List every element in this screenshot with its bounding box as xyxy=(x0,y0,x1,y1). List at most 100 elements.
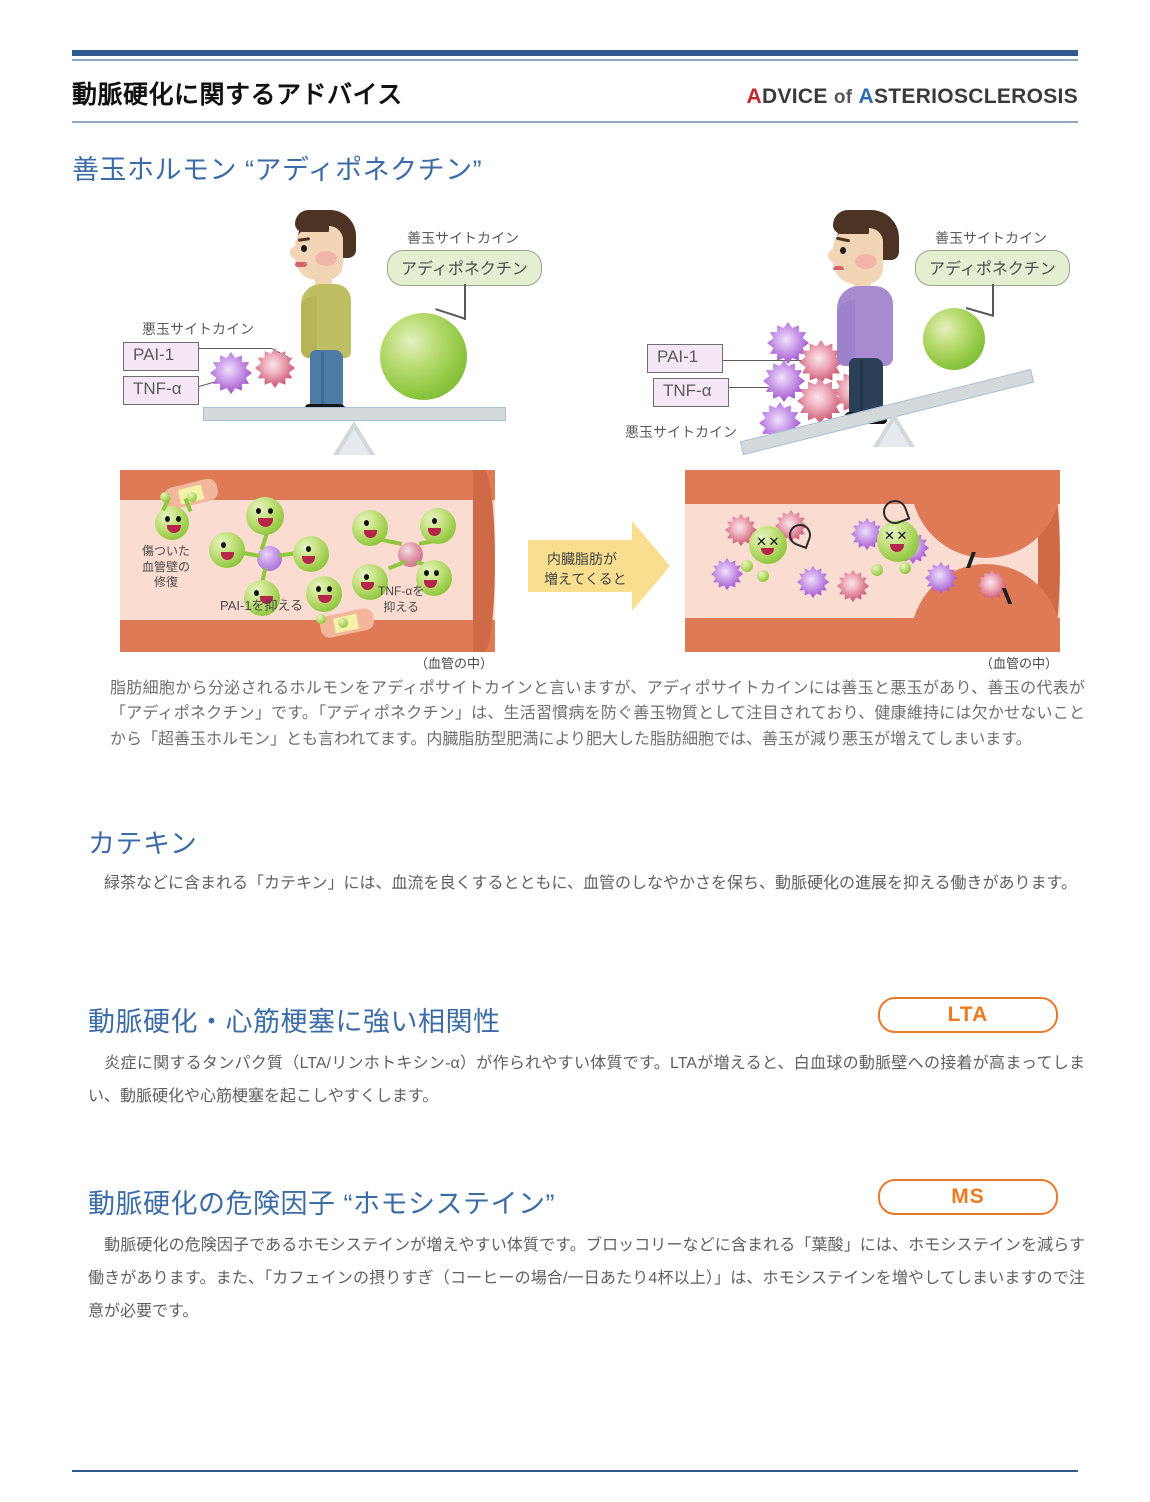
vessel-narrowed: ✕ ✕ ✕ ✕ xyxy=(685,470,1060,652)
cell-x-eyes: ✕ ✕ xyxy=(884,528,907,543)
cell-hand xyxy=(899,562,911,574)
pai1-label-right: PAI-1 xyxy=(647,344,723,373)
good-cell xyxy=(209,532,245,568)
person-pants-seam-left xyxy=(321,352,324,410)
bad-cytokine-label-left: 悪玉サイトカイン xyxy=(142,321,254,337)
header-rule-thick xyxy=(72,50,1078,56)
cell-hand xyxy=(187,492,197,502)
cell-mouth xyxy=(761,548,774,555)
balance-fulcrum-inner-right xyxy=(878,421,910,447)
person-nose-right xyxy=(828,249,838,262)
section-body-adiponectin: 脂肪細胞から分泌されるホルモンをアディポサイトカインと言いますが、アディポサイト… xyxy=(110,680,1085,748)
leader-line-tnfa-right xyxy=(729,387,777,389)
badge-lta[interactable]: LTA xyxy=(878,997,1058,1033)
cell-mouth xyxy=(167,525,181,533)
cell-hand xyxy=(871,564,883,576)
leader-line-adiponectin-right xyxy=(992,284,994,316)
good-cell xyxy=(293,536,329,572)
good-cytokine-label-left: 善玉サイトカイン xyxy=(407,230,519,246)
cell-hand xyxy=(741,560,753,572)
cell-mouth xyxy=(302,556,315,564)
good-cytokine-label-right: 善玉サイトカイン xyxy=(935,230,1047,246)
section-heading-catechin: カテキン xyxy=(88,829,198,859)
arrow-label: 内臓脂肪が増えてくると xyxy=(544,551,627,588)
balance-fulcrum-inner-left xyxy=(338,429,370,455)
person-fringe-right xyxy=(833,210,869,234)
dying-cell-2 xyxy=(877,520,919,562)
cell-mouth xyxy=(221,552,234,560)
page-title: 動脈硬化に関するアドバイス xyxy=(72,81,403,109)
leader-line-pai1-right xyxy=(723,360,813,362)
page-header: 動脈硬化に関するアドバイス ADVICE of ASTERIOSCLEROSIS xyxy=(72,50,1078,123)
cell-hand xyxy=(757,570,769,582)
section-heading-ms: 動脈硬化の危険因子 “ホモシステイン” xyxy=(88,1189,555,1219)
header-of: of xyxy=(833,87,853,108)
advice-rest: DVICE xyxy=(761,85,828,108)
person-mouth-left xyxy=(295,262,307,267)
person-eye-right xyxy=(840,247,846,254)
person-fringe-left xyxy=(295,210,329,232)
asterio-rest: STERIOSCLEROSIS xyxy=(873,85,1078,108)
advice-initial: A xyxy=(746,85,762,108)
tnfa-suppress-label: TNF-αを抑える xyxy=(378,584,425,614)
dying-cell-1 xyxy=(749,526,787,564)
cell-eye xyxy=(316,586,321,592)
cell-mouth xyxy=(361,582,374,590)
person-pants-seam-right xyxy=(860,360,863,418)
cell-eye xyxy=(364,520,369,526)
vessel-wall-bottom-left xyxy=(120,620,495,652)
pai1-label-left: PAI-1 xyxy=(123,342,199,371)
header-title-english: ADVICE of ASTERIOSCLEROSIS xyxy=(747,85,1078,109)
adiponectin-pill-left: アディポネクチン xyxy=(387,250,542,286)
vessel-caption-left: （血管の中） xyxy=(415,656,494,671)
header-titles: 動脈硬化に関するアドバイス ADVICE of ASTERIOSCLEROSIS xyxy=(72,61,1078,121)
good-cell xyxy=(420,508,456,544)
section-body-lta: 炎症に関するタンパク質（LTA/リンホトキシン-α）が作られやすい体質です。LT… xyxy=(88,1055,1085,1105)
vessel-healthy: 傷ついた血管壁の修復 PAI-1を抑える TNF-αを抑える xyxy=(120,470,495,652)
section-body-catechin: 緑茶などに含まれる「カテキン」には、血流を良くするとともに、血管のしなやかさを保… xyxy=(88,875,1077,892)
person-nose-left xyxy=(290,246,300,259)
person-cheek-left xyxy=(315,251,337,266)
cell-hand xyxy=(160,492,170,502)
cell-eye xyxy=(327,586,332,592)
cell-eye xyxy=(268,508,273,514)
badge-ms[interactable]: MS xyxy=(878,1179,1058,1215)
person-eye-left xyxy=(301,245,307,252)
bad-cytokine-label-right: 悪玉サイトカイン xyxy=(625,424,737,440)
cell-mouth xyxy=(318,595,332,603)
cell-x-eyes: ✕ ✕ xyxy=(756,534,779,549)
balance-figure-left: 善玉サイトカイン アディポネクチン 悪玉サイトカイン PAI-1 TNF-α xyxy=(115,200,585,455)
transition-arrow: 内臓脂肪が増えてくると xyxy=(528,520,670,612)
good-cell xyxy=(352,510,388,546)
repair-label: 傷ついた血管壁の修復 xyxy=(142,544,191,590)
arrow-shaft xyxy=(528,540,632,592)
cytokine-star-purple xyxy=(210,352,252,394)
tnfa-label-left: TNF-α xyxy=(123,376,199,405)
good-cell-repair-bottom xyxy=(306,576,342,612)
header-rule-thin xyxy=(72,59,1078,61)
cell-mouth xyxy=(424,580,437,588)
good-cell xyxy=(246,497,284,535)
balance-beam-left xyxy=(203,407,506,421)
cell-mouth xyxy=(260,596,273,604)
person-mouth-right xyxy=(833,266,844,270)
person-cheek-right xyxy=(855,254,877,269)
section-heading-lta: 動脈硬化・心筋梗塞に強い相関性 xyxy=(88,1007,501,1037)
person-shirt-arm-left xyxy=(301,296,317,358)
footer-rule xyxy=(72,1470,1078,1472)
balance-figure-right: 善玉サイトカイン アディポネクチン 悪玉サイトカイン PAI-1 TNF-α xyxy=(615,200,1085,456)
cell-eye xyxy=(256,508,261,514)
cell-eye xyxy=(434,570,439,576)
arrow-head xyxy=(632,521,670,611)
cell-eye xyxy=(306,546,311,552)
vessel-end-cap-left xyxy=(473,470,495,652)
leader-line-pai1-left xyxy=(199,348,272,350)
adiponectin-sphere-left xyxy=(380,313,467,400)
section-heading-adiponectin: 善玉ホルモン “アディポネクチン” xyxy=(72,155,483,185)
cell-eye xyxy=(364,574,369,580)
cell-hand xyxy=(316,614,326,624)
cell-mouth xyxy=(258,518,273,527)
person-pants-left xyxy=(310,350,343,412)
cell-eye xyxy=(424,570,429,576)
cell-eye xyxy=(221,542,226,548)
